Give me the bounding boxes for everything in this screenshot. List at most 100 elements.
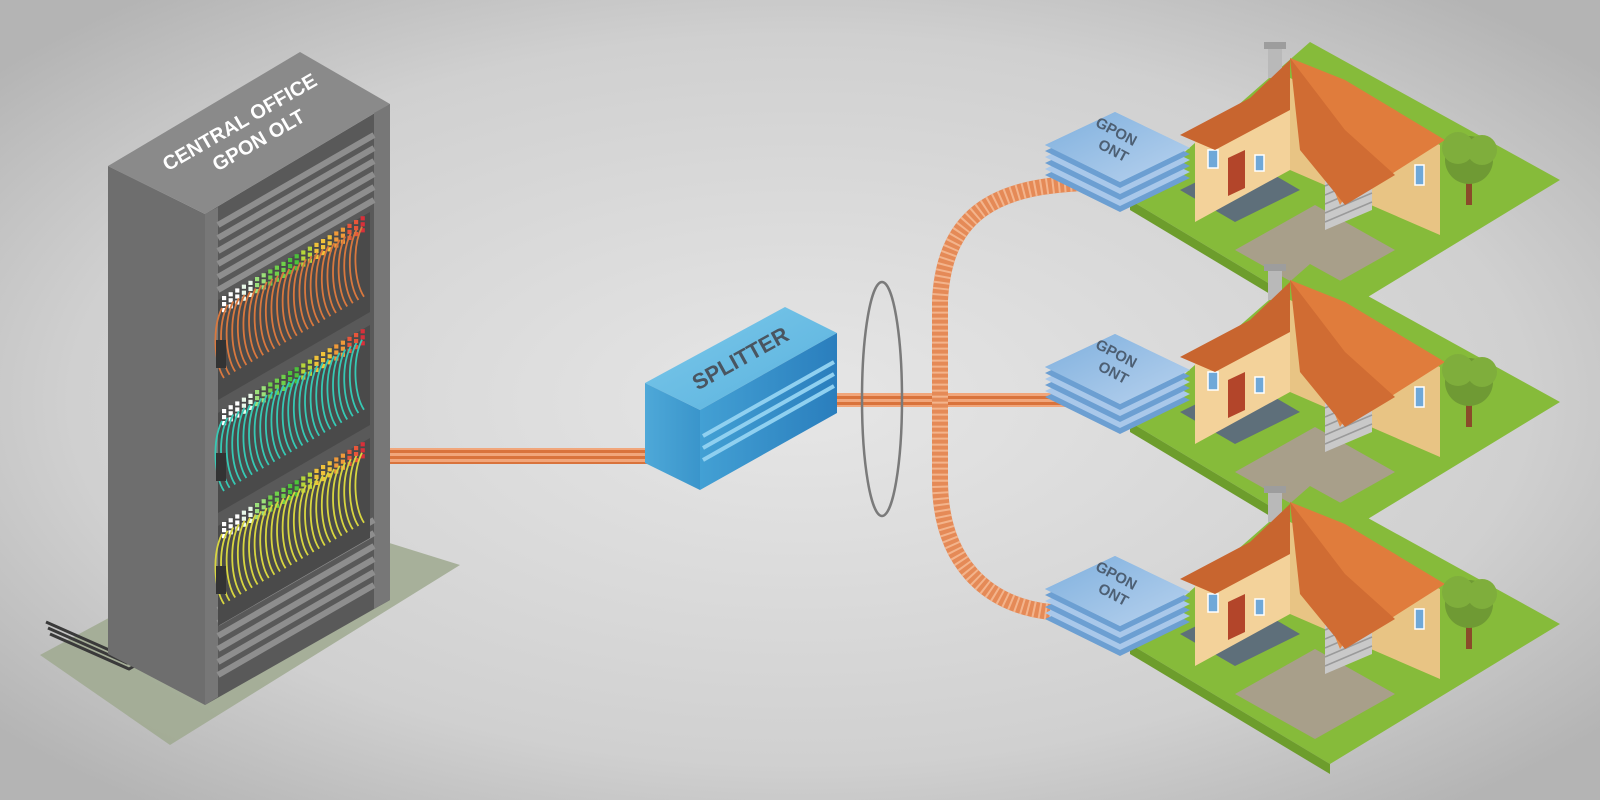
patch-cable xyxy=(320,245,332,317)
patch-cable xyxy=(253,510,264,582)
port-led xyxy=(281,261,286,266)
patch-cable xyxy=(343,345,354,417)
port-led xyxy=(268,382,273,387)
port-led xyxy=(241,284,246,289)
patch-cable xyxy=(332,352,343,424)
patch-cable xyxy=(264,391,276,463)
port-led xyxy=(288,484,293,489)
patch-cable xyxy=(276,384,287,456)
port-led xyxy=(255,289,260,294)
port-led xyxy=(347,342,352,347)
port-led xyxy=(327,235,332,240)
port-led xyxy=(301,369,306,374)
port-led xyxy=(268,388,273,393)
ont-top xyxy=(1045,556,1190,626)
tree-trunk xyxy=(1466,170,1472,205)
port-led xyxy=(347,336,352,341)
patch-cable xyxy=(320,358,332,430)
port-led xyxy=(235,294,240,299)
port-led xyxy=(248,393,253,398)
port-led xyxy=(327,473,332,478)
port-led xyxy=(327,241,332,246)
roof-gable-face xyxy=(1290,58,1395,205)
window xyxy=(1254,376,1265,394)
port-led xyxy=(321,245,326,250)
rack-left-rail xyxy=(205,207,218,705)
patch-cable xyxy=(287,378,298,450)
port-led xyxy=(360,454,365,459)
port-led xyxy=(261,279,266,284)
patch-cable xyxy=(281,494,292,566)
patch-cable xyxy=(343,458,354,530)
patch-cable xyxy=(337,349,348,420)
port-led xyxy=(261,505,266,510)
patch-cable xyxy=(253,397,264,469)
patch-cable xyxy=(320,471,332,543)
splitter-stripes xyxy=(702,360,835,462)
tree-canopy xyxy=(1467,357,1497,387)
port-led xyxy=(307,472,312,477)
port-led xyxy=(288,264,293,269)
window xyxy=(1254,154,1265,172)
garage-door-slat xyxy=(1324,645,1373,667)
patch-cable xyxy=(354,452,365,524)
port-led xyxy=(334,344,339,349)
port-led xyxy=(340,233,345,238)
garage-door-slat xyxy=(1324,423,1373,445)
port-led xyxy=(281,380,286,385)
port-led xyxy=(241,522,246,527)
patch-cable xyxy=(264,504,276,576)
port-led xyxy=(281,493,286,498)
lawn-edge xyxy=(1130,644,1330,774)
patch-cable xyxy=(337,236,348,307)
port-led xyxy=(360,329,365,334)
cable-guide xyxy=(216,566,226,594)
port-led xyxy=(288,383,293,388)
port-led xyxy=(307,252,312,257)
patch-cable xyxy=(276,497,287,569)
port-led xyxy=(222,522,227,527)
port-led xyxy=(222,421,227,426)
port-led xyxy=(274,378,279,383)
patch-cable xyxy=(304,481,315,553)
port-led xyxy=(321,352,326,357)
port-led xyxy=(288,371,293,376)
tree-trunk xyxy=(1466,614,1472,649)
port-led xyxy=(294,492,299,497)
patch-cable xyxy=(298,371,309,443)
tree-canopy xyxy=(1442,132,1474,164)
port-led xyxy=(340,340,345,345)
port-led xyxy=(301,363,306,368)
port-led xyxy=(255,283,260,288)
port-led xyxy=(255,396,260,401)
port-led xyxy=(261,392,266,397)
port-led xyxy=(334,463,339,468)
port-led xyxy=(360,335,365,340)
patch-cable xyxy=(354,339,365,411)
port-led xyxy=(327,348,332,353)
patch-cable xyxy=(304,255,315,327)
port-led xyxy=(268,495,273,500)
port-led xyxy=(334,350,339,355)
port-led xyxy=(274,384,279,389)
port-led xyxy=(314,480,319,485)
patch-cable xyxy=(259,507,270,579)
port-led xyxy=(288,258,293,263)
patch-cable xyxy=(304,368,315,440)
port-led xyxy=(228,411,233,416)
port-led xyxy=(261,273,266,278)
patch-cable xyxy=(326,468,337,540)
patch-cable xyxy=(292,375,304,446)
port-led xyxy=(314,361,319,366)
port-led xyxy=(354,333,359,338)
patch-cable xyxy=(242,404,253,476)
port-led xyxy=(228,298,233,303)
port-led xyxy=(281,267,286,272)
port-led xyxy=(248,292,253,297)
garage-door-slat xyxy=(1324,201,1373,223)
port-led xyxy=(248,506,253,511)
patch-cable xyxy=(270,501,281,572)
port-led xyxy=(321,477,326,482)
